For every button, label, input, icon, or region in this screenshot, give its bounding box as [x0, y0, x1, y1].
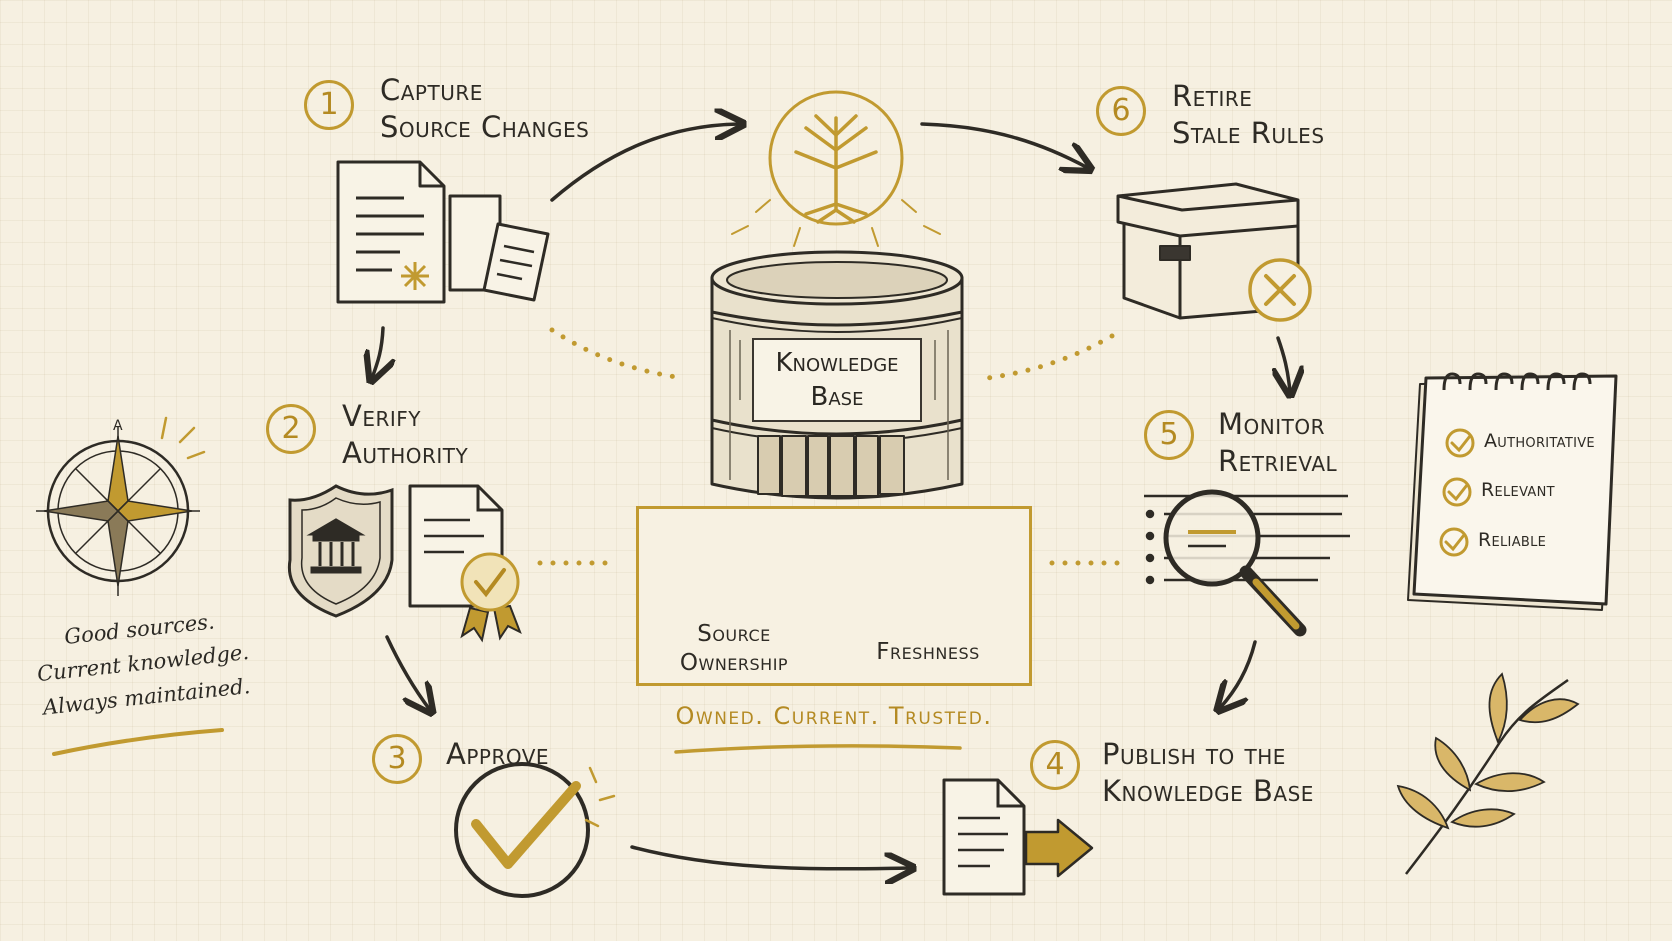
- step-5-line1: Monitor: [1218, 407, 1325, 441]
- checklist-item-reliable: Reliable: [1478, 529, 1547, 551]
- arrow-center-to-6: [920, 122, 1088, 168]
- tagline-underline: [674, 744, 962, 754]
- notepad-icon: [1407, 372, 1618, 611]
- knowledge-base-label: Knowledge Base: [752, 338, 922, 422]
- arrow-5-to-4: [1220, 640, 1257, 708]
- step-4-line1: Publish to the: [1102, 737, 1286, 771]
- arrow-2-to-3: [385, 635, 430, 710]
- step-2-line1: Verify: [342, 399, 421, 433]
- documents-icon: [336, 160, 550, 304]
- step-1-line1: Capture: [380, 73, 483, 107]
- step-3-line1: Approve: [446, 737, 550, 771]
- step-3-number: 3: [372, 734, 422, 784]
- step-5-title: Monitor Retrieval: [1218, 406, 1337, 480]
- step-4-line2: Knowledge Base: [1102, 774, 1314, 808]
- step-6-number: 6: [1096, 86, 1146, 136]
- checkmark-circle-icon: [454, 762, 616, 898]
- source-ownership-label: Source Ownership: [656, 620, 812, 678]
- certificate-icon: [408, 484, 522, 643]
- arrow-6-to-5: [1278, 336, 1290, 392]
- leaf-branch-icon: [1396, 672, 1580, 875]
- shield-bank-icon: [287, 484, 394, 618]
- freshness-label: Freshness: [840, 638, 1016, 667]
- tagline: Owned. Current. Trusted.: [675, 702, 993, 730]
- flow-arrows: [372, 124, 1290, 869]
- step-2-number: 2: [266, 404, 316, 454]
- ownership-line2: Ownership: [679, 650, 789, 676]
- arrow-3-to-4: [630, 845, 910, 869]
- compass-icon: A: [36, 416, 206, 596]
- checklist-item-relevant: Relevant: [1481, 479, 1555, 501]
- step-3-title: Approve: [446, 736, 549, 773]
- x-circle-icon: [1248, 258, 1312, 322]
- step-1-number: 1: [304, 80, 354, 130]
- checklist-item-authoritative: Authoritative: [1484, 430, 1595, 452]
- step-6-title: Retire Stale Rules: [1172, 78, 1325, 152]
- dotted-connectors: [537, 327, 1128, 566]
- dots-right-top: [985, 333, 1115, 381]
- step-1-line2: Source Changes: [380, 110, 590, 144]
- arrow-1-to-2: [372, 326, 383, 378]
- step-4-number: 4: [1030, 740, 1080, 790]
- step-4-title: Publish to the Knowledge Base: [1102, 736, 1314, 810]
- note-underline: [52, 728, 224, 756]
- svg-text:A: A: [113, 418, 123, 434]
- step-6-line1: Retire: [1172, 79, 1253, 113]
- publish-document-icon: [942, 778, 1094, 896]
- step-5-number: 5: [1144, 410, 1194, 460]
- ownership-line1: Source: [697, 621, 771, 647]
- step-1-title: Capture Source Changes: [380, 72, 589, 146]
- freshness-text: Freshness: [876, 639, 980, 665]
- kb-line1: Knowledge: [775, 348, 899, 378]
- step-5-line2: Retrieval: [1218, 444, 1338, 478]
- info-box: [636, 506, 1032, 686]
- magnifier-icon: [1144, 489, 1350, 637]
- arrow-1-to-center: [550, 124, 740, 202]
- step-6-line2: Stale Rules: [1172, 116, 1325, 150]
- dots-left-top: [549, 327, 685, 381]
- step-2-line2: Authority: [342, 436, 469, 470]
- tree-emblem-icon: [731, 90, 941, 247]
- step-2-title: Verify Authority: [342, 398, 468, 472]
- kb-line2: Base: [810, 382, 864, 412]
